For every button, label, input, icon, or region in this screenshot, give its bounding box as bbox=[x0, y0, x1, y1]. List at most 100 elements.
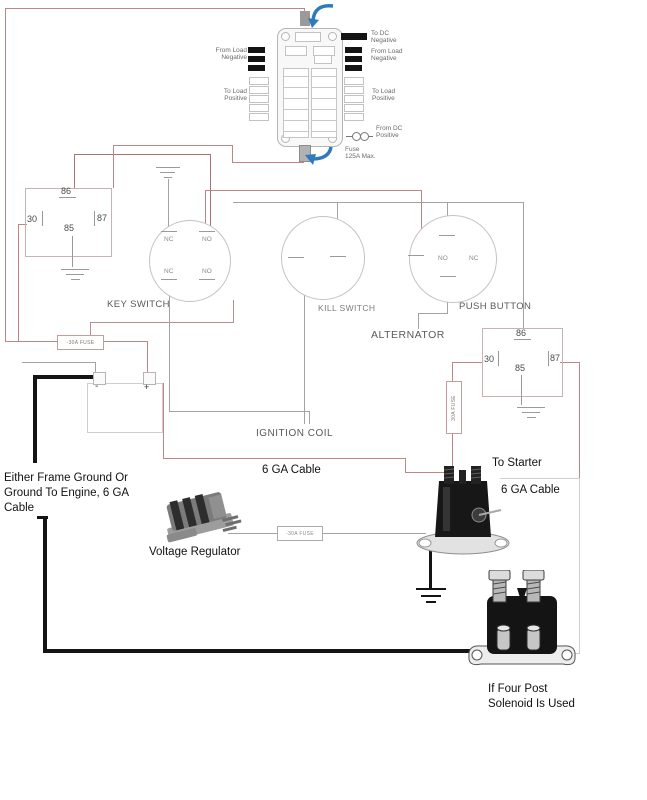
negative-bus-terminal bbox=[345, 56, 362, 62]
battery-ground-cable bbox=[33, 375, 37, 463]
relay-right-pin-87: 87 bbox=[550, 353, 561, 363]
label-from-dc-positive: From DC Positive bbox=[376, 125, 403, 140]
negative-bus-terminal bbox=[345, 65, 362, 71]
key-switch-no-top: NO bbox=[202, 236, 212, 243]
wire-segment bbox=[500, 478, 580, 479]
key-switch bbox=[149, 220, 231, 302]
load-terminal bbox=[344, 113, 364, 121]
wire-segment bbox=[304, 411, 305, 424]
wire-segment bbox=[90, 322, 91, 336]
label-to-load-positive-right: To Load Positive bbox=[372, 88, 396, 103]
key-switch-nc-top: NC bbox=[164, 236, 174, 243]
negative-bus-terminal bbox=[248, 47, 265, 53]
wire-segment bbox=[169, 283, 170, 411]
wire-segment bbox=[579, 478, 580, 653]
wire-segment bbox=[74, 154, 75, 188]
wire-segment bbox=[147, 341, 148, 374]
relay-right bbox=[482, 328, 563, 397]
arrow-icon bbox=[305, 146, 333, 165]
battery-ground-cable bbox=[43, 517, 47, 653]
wire-segment bbox=[228, 533, 277, 534]
arrow-icon bbox=[308, 4, 334, 28]
wire-segment bbox=[5, 341, 57, 342]
wire-segment bbox=[205, 190, 421, 191]
relay-terminal-tick bbox=[548, 351, 549, 366]
wire-segment bbox=[233, 202, 524, 203]
fuse-block-screw bbox=[281, 32, 290, 41]
key-switch-no-bottom: NO bbox=[202, 268, 212, 275]
load-terminal bbox=[344, 77, 364, 85]
wire-segment bbox=[421, 190, 422, 254]
relay-left-pin-86: 86 bbox=[61, 186, 72, 196]
switch-terminal bbox=[408, 255, 424, 256]
wire-segment bbox=[90, 322, 234, 323]
wire-segment bbox=[163, 383, 164, 458]
wire-segment bbox=[405, 472, 445, 473]
fuse-block: From Load Negative To Load Positive To D… bbox=[215, 8, 407, 170]
fuse-column bbox=[283, 68, 309, 138]
fuse-symbol bbox=[368, 136, 373, 137]
fuse-slot bbox=[285, 46, 307, 56]
top-stud-connector bbox=[300, 11, 310, 26]
load-terminal bbox=[249, 113, 269, 121]
ground-cable-tick bbox=[37, 516, 48, 519]
fuse-symbol bbox=[346, 136, 352, 137]
relay-terminal-tick bbox=[42, 211, 43, 226]
alternator-label: ALTERNATOR bbox=[371, 329, 445, 341]
wire-segment bbox=[95, 362, 96, 373]
battery-terminal-negative bbox=[93, 372, 106, 385]
negative-bus-terminal bbox=[248, 56, 265, 62]
switch-terminal bbox=[330, 256, 346, 257]
wire-segment bbox=[163, 458, 406, 459]
switch-terminal bbox=[439, 235, 455, 236]
switch-terminal bbox=[199, 231, 215, 232]
switch-terminal bbox=[199, 279, 215, 280]
inline-fuse-battery-label: -30A FUSE bbox=[66, 339, 95, 346]
wire-segment bbox=[5, 8, 305, 9]
load-terminal bbox=[249, 95, 269, 103]
wire-segment bbox=[101, 341, 148, 342]
negative-bus-terminal bbox=[248, 65, 265, 71]
to-starter-label: To Starter bbox=[492, 457, 542, 469]
cable-main-label: 6 GA Cable bbox=[262, 464, 321, 476]
label-to-dc-negative: To DC Negative bbox=[371, 30, 397, 45]
wire-segment bbox=[18, 224, 19, 341]
push-button-nc: NC bbox=[469, 255, 479, 262]
label-from-load-negative-left: From Load Negative bbox=[215, 47, 247, 62]
load-terminal bbox=[344, 86, 364, 94]
wire-segment bbox=[113, 145, 114, 188]
push-button-no: NO bbox=[438, 255, 448, 262]
wire-segment bbox=[210, 154, 211, 230]
ignition-coil-label: IGNITION COIL bbox=[256, 428, 334, 439]
negative-bus-terminal bbox=[345, 47, 362, 53]
battery-negative-sign: - bbox=[95, 381, 99, 392]
inline-fuse-starter-label: 30A FUSE bbox=[451, 394, 457, 421]
wire-segment bbox=[205, 190, 206, 230]
fuse-column bbox=[311, 68, 337, 138]
relay-left-pin-87: 87 bbox=[97, 213, 108, 223]
battery-ground-cable bbox=[33, 375, 95, 379]
voltage-regulator bbox=[166, 492, 242, 543]
wire-segment bbox=[560, 362, 580, 363]
load-terminal bbox=[344, 104, 364, 112]
push-button-label: PUSH BUTTON bbox=[459, 301, 532, 312]
relay-terminal-tick bbox=[59, 197, 76, 198]
wire-segment bbox=[5, 8, 6, 341]
four-post-note: If Four Post Solenoid Is Used bbox=[488, 683, 575, 711]
fuse-block-plate bbox=[295, 32, 321, 42]
push-button bbox=[409, 215, 497, 303]
wire-segment bbox=[169, 411, 310, 412]
relay-terminal-tick bbox=[521, 375, 522, 405]
voltage-regulator-label: Voltage Regulator bbox=[149, 546, 241, 558]
key-switch-label: KEY SWITCH bbox=[107, 299, 170, 310]
relay-terminal-tick bbox=[498, 351, 499, 366]
load-terminal bbox=[344, 95, 364, 103]
wire-segment bbox=[304, 261, 305, 411]
wire-segment bbox=[233, 300, 234, 322]
wire-segment bbox=[579, 362, 580, 479]
relay-left-pin-85: 85 bbox=[64, 223, 75, 233]
wire-segment bbox=[74, 154, 211, 155]
relay-right-pin-30: 30 bbox=[484, 354, 495, 364]
wire-segment bbox=[418, 313, 419, 329]
relay-terminal-tick bbox=[514, 339, 531, 340]
